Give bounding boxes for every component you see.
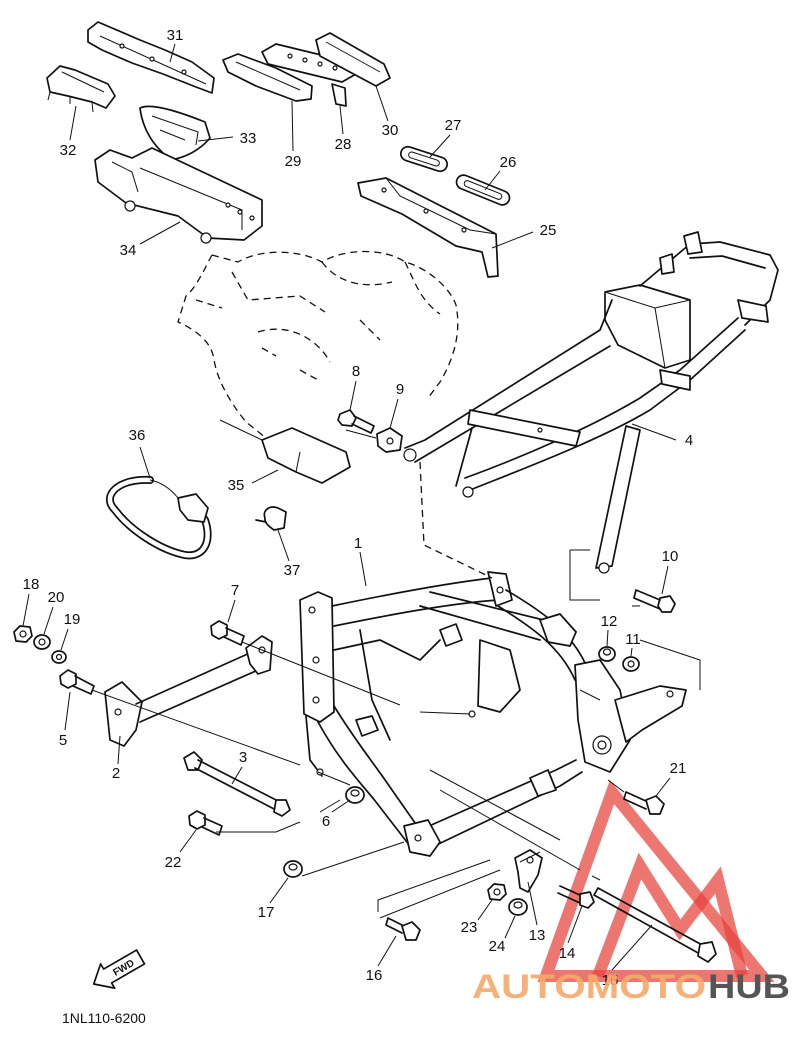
part-29-strip: [222, 53, 313, 102]
part-32-bracket: [46, 65, 116, 113]
callout-22: 22: [165, 854, 182, 871]
part-8-bolt: [337, 409, 375, 434]
callout-2: 2: [112, 765, 120, 782]
part-13-bracket: [514, 849, 543, 893]
part-12-collar: [598, 646, 616, 662]
callout-24: 24: [489, 938, 506, 955]
callout-16: 16: [366, 967, 383, 984]
part-22-bolt: [188, 810, 223, 836]
callout-31: 31: [167, 27, 184, 44]
callout-33: 33: [240, 130, 257, 147]
watermark-word-2: HUB: [708, 968, 790, 1006]
part-15-long-bolt: [593, 887, 717, 963]
watermark-logo: [537, 779, 775, 982]
callout-30: 30: [382, 122, 399, 139]
callouts: 1 2 3 4 5 6 7 8 9 10 11 12 13 14 15 16 1…: [23, 27, 694, 989]
callout-8: 8: [352, 363, 360, 380]
diagram-code: 1NL110-6200: [62, 1010, 146, 1026]
callout-25: 25: [540, 222, 557, 239]
part-9-bracket: [376, 427, 403, 453]
watermark-triangle: [537, 779, 775, 982]
part-30-bracket: [261, 32, 391, 87]
callout-5: 5: [59, 732, 67, 749]
part-28-tab: [331, 83, 347, 107]
callout-37: 37: [284, 562, 301, 579]
part-25-plate: [357, 177, 499, 278]
engine-outline: [177, 250, 459, 439]
part-2-mount-bracket: [104, 635, 273, 747]
callout-17: 17: [258, 904, 275, 921]
callout-18: 18: [23, 576, 40, 593]
part-27-pad: [399, 145, 449, 173]
callout-15: 15: [602, 972, 619, 989]
part-6-collar: [345, 786, 365, 804]
part-14-bolt: [557, 885, 595, 909]
callout-4: 4: [685, 432, 693, 449]
fwd-arrow-icon: FWD: [92, 949, 146, 989]
part-3-long-bolt: [183, 751, 291, 817]
callout-9: 9: [396, 381, 404, 398]
part-26-pad: [455, 174, 511, 206]
part-33-bracket: [139, 105, 211, 161]
part-37-clamp: [255, 506, 287, 531]
watermark-text: AUTOMOTO HUB: [472, 968, 790, 1006]
part-24-collar: [508, 898, 528, 916]
callout-23: 23: [461, 919, 478, 936]
part-10-bolt: [633, 589, 676, 613]
callout-14: 14: [559, 945, 576, 962]
callout-21: 21: [670, 760, 687, 777]
callout-10: 10: [662, 548, 679, 565]
part-20-washer: [33, 634, 51, 650]
part-31-bracket: [87, 21, 215, 94]
callout-13: 13: [529, 927, 546, 944]
assembly-lines: [91, 419, 701, 919]
callout-20: 20: [48, 589, 65, 606]
callout-32: 32: [60, 142, 77, 159]
callout-35: 35: [228, 477, 245, 494]
callout-1: 1: [354, 535, 362, 552]
callout-7: 7: [231, 582, 239, 599]
callout-34: 34: [120, 242, 137, 259]
part-7-bolt: [210, 620, 245, 646]
part-16-bolt: [385, 917, 421, 941]
part-36-cable: [105, 475, 212, 560]
callout-3: 3: [239, 749, 247, 766]
part-23-nut: [487, 883, 507, 901]
part-5-bolt: [59, 669, 95, 695]
part-17-collar: [283, 860, 303, 878]
watermark-word-1: AUTOMOTO: [472, 968, 706, 1006]
callout-29: 29: [285, 153, 302, 170]
callout-12: 12: [601, 613, 618, 630]
part-21-bolt: [623, 791, 665, 815]
part-4-rear-frame: [403, 231, 779, 574]
part-1-main-frame: [299, 571, 687, 857]
callout-11: 11: [625, 631, 641, 648]
part-18-nut: [13, 625, 33, 643]
part-11-washer: [622, 656, 640, 672]
callout-26: 26: [500, 154, 517, 171]
callout-36: 36: [129, 427, 146, 444]
leader-lines: [22, 43, 677, 971]
part-35-plate: [261, 427, 351, 484]
callout-19: 19: [64, 611, 81, 628]
callout-28: 28: [335, 136, 352, 153]
part-19-washer: [51, 650, 67, 664]
callout-6: 6: [322, 813, 330, 830]
part-34-bracket: [94, 147, 263, 244]
callout-27: 27: [445, 117, 462, 134]
